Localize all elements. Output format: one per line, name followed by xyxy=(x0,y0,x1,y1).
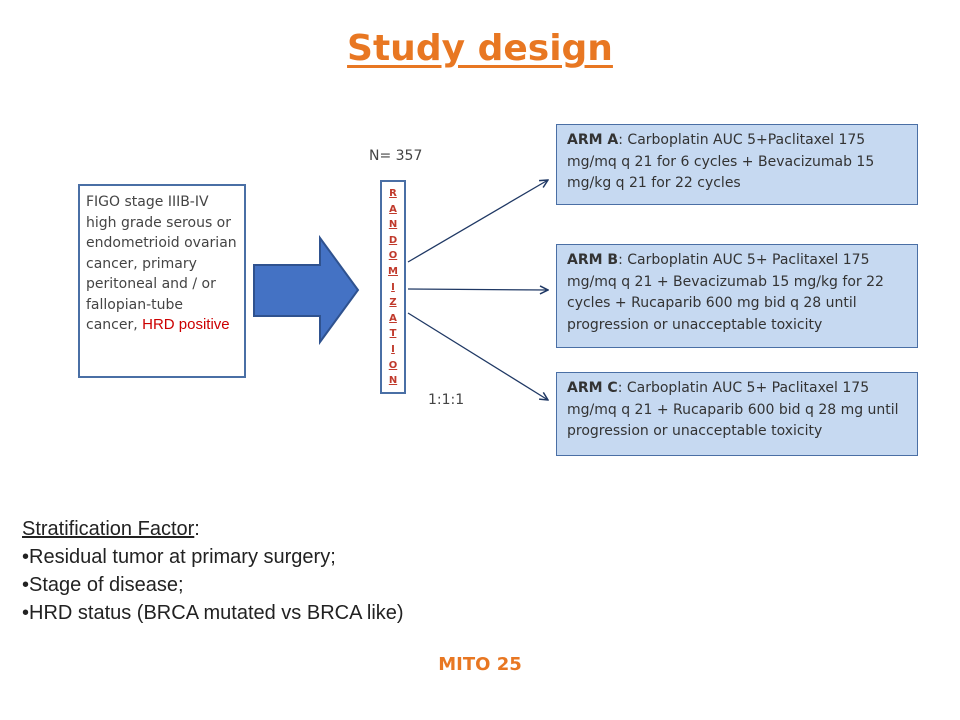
big-right-arrow xyxy=(253,234,360,346)
stratification-colon: : xyxy=(194,518,200,540)
arm-b-name: ARM B xyxy=(567,252,619,268)
arm-b-box: ARM B: Carboplatin AUC 5+ Paclitaxel 175… xyxy=(556,244,918,348)
arrow-to-arm-a xyxy=(407,180,548,263)
patient-criteria-box: FIGO stage IIIB-IV high grade serous or … xyxy=(78,184,246,378)
randomization-letter: I xyxy=(391,281,395,293)
allocation-ratio-label: 1:1:1 xyxy=(428,392,465,408)
stratification-item: •Residual tumor at primary surgery; xyxy=(22,546,336,568)
randomization-letter: T xyxy=(389,328,397,340)
arm-b-text: : Carboplatin AUC 5+ Paclitaxel 175 mg/m… xyxy=(567,252,884,333)
patient-criteria-text: FIGO stage IIIB-IV high grade serous or … xyxy=(86,194,237,333)
randomization-letter: A xyxy=(389,203,397,215)
stratification-item: •Stage of disease; xyxy=(22,574,184,596)
randomization-letter: N xyxy=(388,219,398,231)
randomization-letter: M xyxy=(388,265,398,277)
randomization-letter: A xyxy=(389,312,397,324)
randomization-letter: D xyxy=(388,234,398,246)
stratification-heading: Stratification Factor: xyxy=(22,515,622,543)
stratification-title: Stratification Factor xyxy=(22,518,195,540)
stratification-item: •HRD status (BRCA mutated vs BRCA like) xyxy=(22,602,404,624)
page-title: Study design xyxy=(347,28,613,69)
randomization-letter: O xyxy=(388,250,398,262)
hrd-positive-label: HRD positive xyxy=(142,316,230,333)
arm-a-name: ARM A xyxy=(567,132,619,148)
arm-a-box: ARM A: Carboplatin AUC 5+Paclitaxel 175 … xyxy=(556,124,918,205)
arm-a-text: : Carboplatin AUC 5+Paclitaxel 175 mg/mq… xyxy=(567,132,875,191)
randomization-letter: R xyxy=(389,188,397,199)
randomization-letter: I xyxy=(391,343,395,355)
randomization-letter: O xyxy=(388,359,398,371)
stratification-section: Stratification Factor: •Residual tumor a… xyxy=(22,515,622,627)
study-name-footer: MITO 25 xyxy=(438,654,522,675)
sample-size-label: N= 357 xyxy=(369,148,423,164)
arrow-to-arm-b xyxy=(407,289,548,290)
randomization-letter: Z xyxy=(389,297,397,309)
arrow-to-arm-c xyxy=(407,312,548,400)
randomization-letter: N xyxy=(388,375,398,387)
arm-c-name: ARM C xyxy=(567,380,618,396)
arm-c-text: : Carboplatin AUC 5+ Paclitaxel 175 mg/m… xyxy=(567,380,899,439)
arm-c-box: ARM C: Carboplatin AUC 5+ Paclitaxel 175… xyxy=(556,372,918,456)
